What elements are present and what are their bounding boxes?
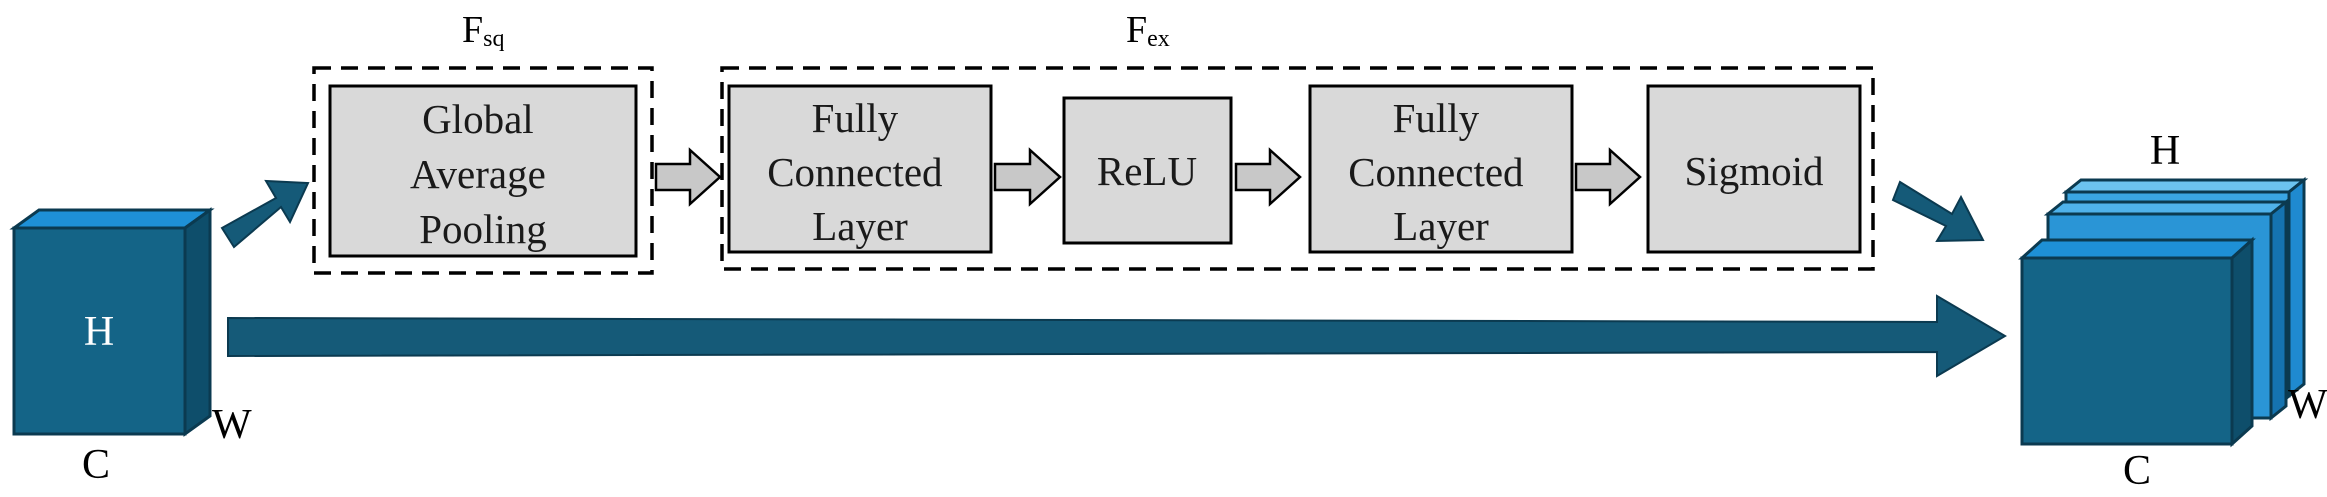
output-cube-top [2018, 238, 2256, 260]
output-slab-back-top [2061, 178, 2309, 194]
fsq-label: Fsq [462, 9, 504, 52]
output-slab-mid-side [2269, 198, 2288, 422]
squeeze-group: Fsq Global Average Pooling [312, 9, 654, 275]
diagonal-arrow-down [1891, 180, 1985, 243]
diagonal-arrow-up [220, 179, 310, 249]
sigmoid-box [1646, 84, 1862, 254]
fully-connected-text-1: Fully Connected Layer [767, 95, 953, 249]
global-average-pooling-box [328, 84, 638, 258]
relu-text: ReLU [1097, 148, 1197, 194]
relu-box [1062, 96, 1233, 245]
fc2-line-2: Connected [1348, 149, 1523, 195]
output-stack: H W C [2018, 128, 2327, 494]
skip-connection-arrow [227, 294, 2007, 378]
fully-connected-box-2 [1308, 84, 1574, 254]
arrow-fc2-to-sigmoid [1574, 147, 1642, 207]
fsq-label-main: F [462, 9, 483, 51]
fsq-label-sub: sq [483, 26, 504, 52]
arrow-fc1-to-relu [993, 147, 1062, 207]
output-h-label: H [2150, 128, 2180, 174]
output-slab-mid-top [2043, 200, 2291, 216]
fc2-line-1: Fully [1393, 95, 1480, 141]
fsq-dashed-frame [312, 66, 654, 275]
input-cube-top [9, 208, 215, 230]
fex-dashed-frame [720, 66, 1875, 271]
output-cube-front [2020, 256, 2234, 446]
fully-connected-box-1 [727, 84, 993, 254]
output-w-label: W [2288, 382, 2327, 428]
gap-line-3: Pooling [419, 206, 547, 252]
output-cube-side [2230, 236, 2254, 448]
input-cube-c-label: C [82, 442, 110, 488]
output-c-label: C [2123, 448, 2151, 494]
arrow-gap-to-fc1 [654, 147, 722, 207]
input-cube-h-label: H [84, 309, 114, 355]
output-slab-back-side [2287, 176, 2306, 400]
gap-line-2: Average [410, 151, 546, 197]
input-cube-w-label: W [212, 402, 252, 448]
fc1-line-2: Connected [767, 149, 942, 195]
sigmoid-text: Sigmoid [1685, 148, 1824, 194]
fex-label: Fex [1126, 9, 1170, 52]
input-cube-side [183, 207, 212, 437]
fex-label-sub: ex [1147, 26, 1170, 52]
excitation-group: Fex Fully Connected Layer ReLU Fully Con… [720, 9, 1875, 271]
fc2-line-3: Layer [1393, 203, 1489, 249]
input-cube: H W C [9, 207, 252, 488]
fc1-line-1: Fully [812, 95, 899, 141]
gap-line-1: Global [422, 96, 534, 142]
fc1-line-3: Layer [812, 203, 908, 249]
global-average-pooling-text: Global Average Pooling [410, 96, 556, 252]
fex-label-main: F [1126, 9, 1147, 51]
input-cube-front [12, 226, 187, 436]
arrow-relu-to-fc2 [1234, 147, 1302, 207]
fully-connected-text-2: Fully Connected Layer [1348, 95, 1534, 249]
